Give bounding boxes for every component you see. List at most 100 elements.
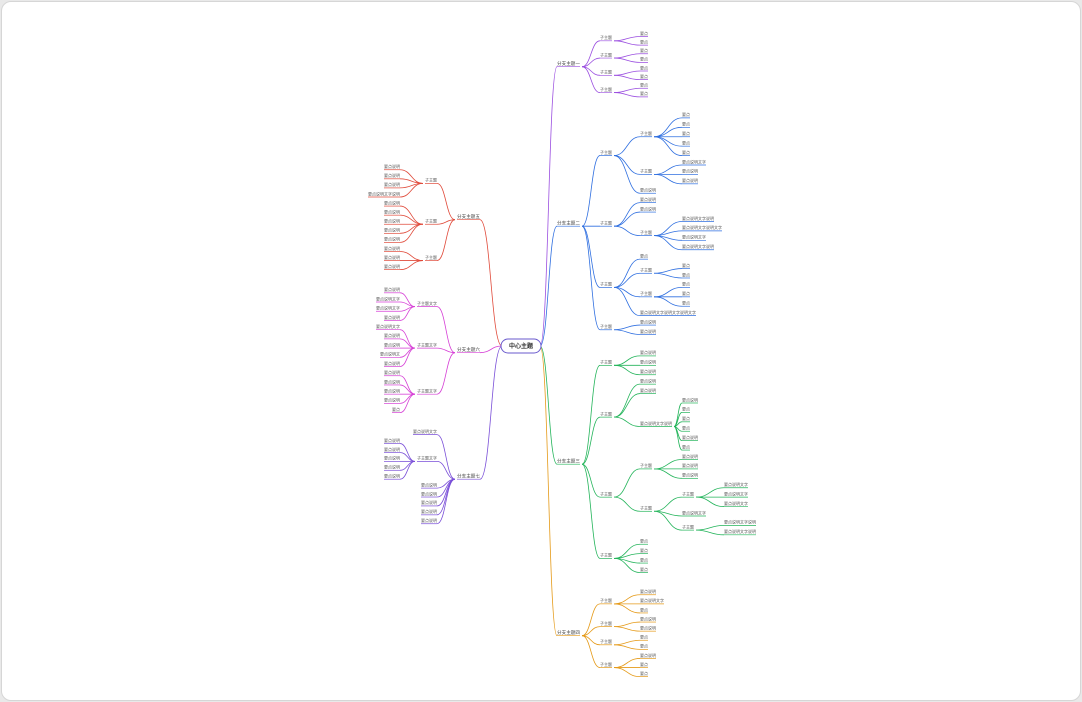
leaf-node[interactable]: 要点 xyxy=(640,30,648,36)
leaf-node[interactable]: 要点说明 xyxy=(640,318,656,324)
branch-node[interactable]: 分支主题二 xyxy=(557,220,580,227)
topic-node[interactable]: 子主题 xyxy=(640,505,652,511)
leaf-node[interactable]: 要点说明 xyxy=(640,624,656,630)
leaf-node[interactable]: 要点说明文字 xyxy=(413,428,437,434)
leaf-node[interactable]: 要点说明文字 xyxy=(682,509,706,515)
topic-node[interactable]: 子主题 xyxy=(640,462,652,468)
leaf-node[interactable]: 要点 xyxy=(640,90,648,96)
topic-node[interactable]: 子主题 xyxy=(600,638,612,644)
topic-node[interactable]: 子主题 xyxy=(640,130,652,136)
leaf-node[interactable]: 要点 xyxy=(682,290,690,296)
topic-node[interactable]: 子主题 xyxy=(600,149,612,155)
leaf-node[interactable]: 要点说明 xyxy=(384,341,400,347)
leaf-node[interactable]: 要点说明 xyxy=(640,205,656,211)
leaf-node[interactable]: 要点说明 xyxy=(640,615,656,621)
leaf-node[interactable]: 要点说明 xyxy=(640,187,656,193)
leaf-node[interactable]: 要点 xyxy=(682,300,690,306)
leaf-node[interactable]: 要点说明文字 xyxy=(724,500,748,506)
leaf-node[interactable]: 要点说明 xyxy=(682,453,698,459)
leaf-node[interactable]: 要点说明 xyxy=(682,177,698,183)
leaf-node[interactable]: 要点说明 xyxy=(384,254,400,260)
topic-node[interactable]: 子主题 xyxy=(600,86,612,92)
topic-node[interactable]: 子主题文字 xyxy=(417,455,437,461)
leaf-node[interactable]: 要点 xyxy=(640,252,648,258)
leaf-node[interactable]: 要点 xyxy=(682,406,690,412)
leaf-node[interactable]: 要点说明 xyxy=(421,499,437,505)
leaf-node[interactable]: 要点说明 xyxy=(384,473,400,479)
leaf-node[interactable]: 要点 xyxy=(640,64,648,70)
leaf-node[interactable]: 要点 xyxy=(682,443,690,449)
leaf-node[interactable]: 要点 xyxy=(640,47,648,53)
branch-node[interactable]: 分支主题一 xyxy=(557,60,580,67)
topic-node[interactable]: 子主题 xyxy=(600,281,612,287)
leaf-node[interactable]: 要点说明 xyxy=(384,245,400,251)
leaf-node[interactable]: 要点 xyxy=(682,271,690,277)
leaf-node[interactable]: 要点说明文字 xyxy=(682,234,706,240)
leaf-node[interactable]: 要点说明文字说明 xyxy=(724,519,756,525)
leaf-node[interactable]: 要点 xyxy=(640,56,648,62)
leaf-node[interactable]: 要点说明文字说明 xyxy=(682,215,714,221)
leaf-node[interactable]: 要点说明文字 xyxy=(724,481,748,487)
leaf-node[interactable]: 要点说明 xyxy=(640,387,656,393)
topic-node[interactable]: 子主题 xyxy=(682,523,694,529)
leaf-node[interactable]: 要点说明 xyxy=(384,181,400,187)
branch-node[interactable]: 分支主题五 xyxy=(457,213,480,220)
leaf-node[interactable]: 要点说明 xyxy=(421,517,437,523)
leaf-node[interactable]: 要点 xyxy=(640,566,648,572)
leaf-node[interactable]: 要点说明 xyxy=(421,508,437,514)
root-node[interactable]: 中心主题 xyxy=(500,338,542,354)
leaf-node[interactable]: 要点说明 xyxy=(384,163,400,169)
leaf-node[interactable]: 要点 xyxy=(682,130,690,136)
leaf-node[interactable]: 要点 xyxy=(640,82,648,88)
leaf-node[interactable]: 要点说明 xyxy=(640,377,656,383)
leaf-node[interactable]: 要点说明 xyxy=(384,263,400,269)
leaf-node[interactable]: 要点 xyxy=(640,38,648,44)
leaf-node[interactable]: 要点说明 xyxy=(640,368,656,374)
leaf-node[interactable]: 要点说明 xyxy=(384,332,400,338)
leaf-node[interactable]: 要点说明 xyxy=(384,397,400,403)
topic-node[interactable]: 子主题 xyxy=(600,410,612,416)
leaf-node[interactable]: 要点说明 xyxy=(384,172,400,178)
leaf-node[interactable]: 要点说明文字 xyxy=(376,295,400,301)
topic-node[interactable]: 子主题 xyxy=(600,359,612,365)
leaf-node[interactable]: 要点 xyxy=(682,262,690,268)
leaf-node[interactable]: 要点说明 xyxy=(384,437,400,443)
topic-node[interactable]: 子主题 xyxy=(425,254,437,260)
leaf-node[interactable]: 要点 xyxy=(640,73,648,79)
topic-node[interactable]: 子主题 xyxy=(600,661,612,667)
leaf-node[interactable]: 要点 xyxy=(392,406,400,412)
leaf-node[interactable]: 要点说明 xyxy=(384,378,400,384)
leaf-node[interactable]: 要点说明 xyxy=(421,481,437,487)
leaf-node[interactable]: 要点说明 xyxy=(682,472,698,478)
topic-node[interactable]: 子主题 xyxy=(600,552,612,558)
leaf-node[interactable]: 要点说明 xyxy=(384,446,400,452)
leaf-node[interactable]: 要点说明 xyxy=(384,199,400,205)
topic-node[interactable]: 子主题 xyxy=(600,220,612,226)
leaf-node[interactable]: 要点说明 xyxy=(384,464,400,470)
leaf-node[interactable]: 要点说明 xyxy=(640,359,656,365)
leaf-node[interactable]: 要点说明文字说明文字说明文字 xyxy=(640,309,696,315)
leaf-node[interactable]: 要点 xyxy=(640,661,648,667)
leaf-node[interactable]: 要点说明 xyxy=(384,360,400,366)
leaf-node[interactable]: 要点 xyxy=(640,556,648,562)
topic-node[interactable]: 子主题文字 xyxy=(417,300,437,306)
topic-node[interactable]: 子主题 xyxy=(600,51,612,57)
leaf-node[interactable]: 要点 xyxy=(682,281,690,287)
leaf-node[interactable]: 要点说明 xyxy=(384,208,400,214)
leaf-node[interactable]: 要点说明 xyxy=(640,588,656,594)
leaf-node[interactable]: 要点说明文字 xyxy=(376,305,400,311)
topic-node[interactable]: 子主题 xyxy=(682,490,694,496)
leaf-node[interactable]: 要点 xyxy=(640,643,648,649)
leaf-node[interactable]: 要点 xyxy=(640,606,648,612)
topic-node[interactable]: 子主题 xyxy=(600,34,612,40)
topic-node[interactable]: 子主题 xyxy=(640,168,652,174)
leaf-node[interactable]: 要点说明 xyxy=(682,462,698,468)
topic-node[interactable]: 子主题 xyxy=(600,597,612,603)
leaf-node[interactable]: 要点说明 xyxy=(384,286,400,292)
leaf-node[interactable]: 要点 xyxy=(682,425,690,431)
leaf-node[interactable]: 要点说明 xyxy=(384,314,400,320)
topic-node[interactable]: 要点说明文字说明 xyxy=(640,420,672,426)
topic-node[interactable]: 子主题 xyxy=(640,290,652,296)
topic-node[interactable]: 子主题 xyxy=(600,620,612,626)
leaf-node[interactable]: 要点 xyxy=(640,538,648,544)
